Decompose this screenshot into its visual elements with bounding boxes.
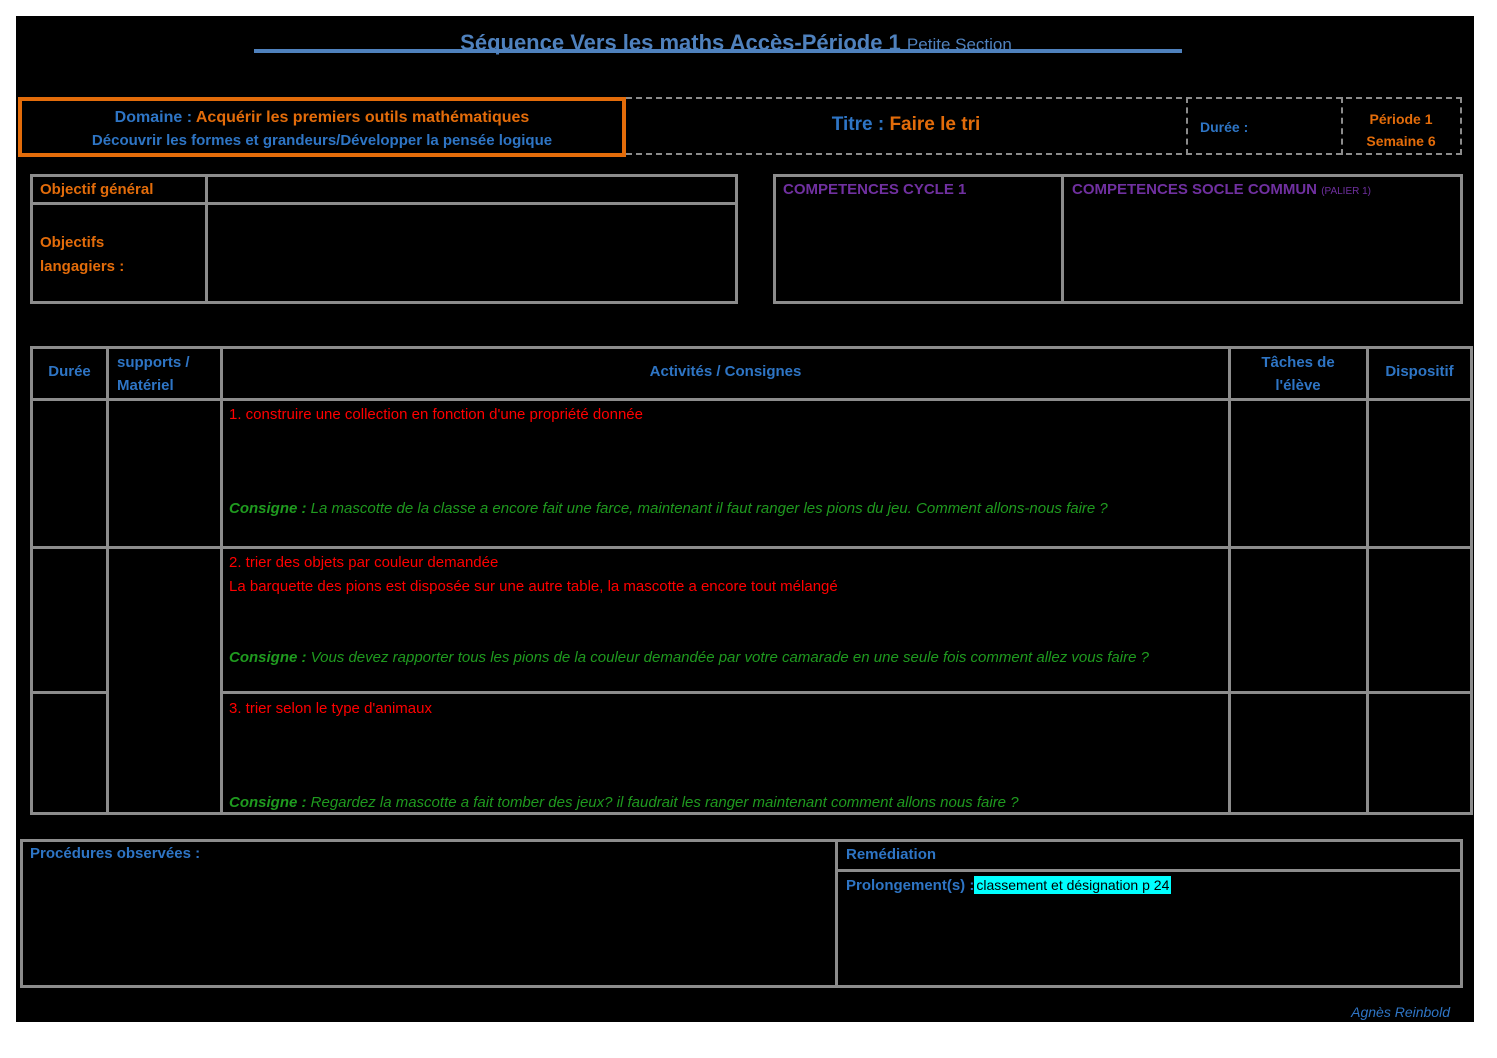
divider — [33, 202, 735, 205]
titre-label: Titre : — [831, 114, 885, 135]
activities-table: Durée supports / Matériel Activités / Co… — [30, 346, 1473, 815]
divider — [1061, 177, 1064, 301]
prolongement-value: classement et désignation p 24 — [974, 876, 1172, 894]
competences-cycle-label: COMPETENCES CYCLE 1 — [783, 181, 967, 198]
duree-label: Durée : — [1200, 119, 1249, 135]
activity-title: 3. trier selon le type d'animaux — [229, 700, 432, 717]
palier-label: (PALIER 1) — [1321, 186, 1372, 197]
domain-box: Domaine : Acquérir les premiers outils m… — [18, 97, 626, 157]
document-page: Séquence Vers les maths Accès-Période 1 … — [16, 16, 1474, 1022]
periode-line1: Période 1 — [1369, 111, 1433, 127]
remediation-label: Remédiation — [846, 846, 937, 863]
footer-box — [20, 839, 1463, 988]
divider — [1186, 97, 1188, 155]
consigne-text: La mascotte de la classe a encore fait u… — [306, 500, 1108, 517]
header-activites: Activités / Consignes — [649, 363, 802, 380]
activity-description: La barquette des pions est disposée sur … — [229, 578, 838, 595]
domain-label: Domaine : — [114, 109, 193, 126]
periode: Période 1 Semaine 6 — [1343, 108, 1459, 152]
procedures-label: Procédures observées : — [30, 845, 201, 862]
domain-value: Acquérir les premiers outils mathématiqu… — [195, 109, 530, 126]
consigne-label: Consigne : — [229, 649, 307, 666]
objectifs-langagiers-label: Objectifs langagiers : — [40, 234, 125, 275]
divider — [1341, 97, 1343, 155]
titre-value: Faire le tri — [889, 114, 981, 135]
activity-title: 1. construire une collection en fonction… — [229, 406, 643, 423]
domain-line2: Découvrir les formes et grandeurs/Dévelo… — [91, 132, 553, 149]
table-row: 1. construire une collection en fonction… — [229, 403, 1224, 543]
consigne-text: Regardez la mascotte a fait tomber des j… — [306, 794, 1019, 811]
titre: Titre : Faire le tri — [626, 114, 1186, 136]
titre-box — [626, 97, 1462, 155]
header-duree: Durée — [48, 363, 91, 380]
periode-line2: Semaine 6 — [1366, 133, 1436, 149]
prolongement-label: Prolongement(s) : — [846, 877, 975, 894]
table-row: 3. trier selon le type d'animaux Consign… — [229, 697, 1224, 812]
objectives-box — [30, 174, 738, 304]
competences-socle-label: COMPETENCES SOCLE COMMUN — [1072, 181, 1318, 198]
author-signature: Agnès Reinbold — [1351, 1004, 1450, 1020]
objectif-general-label: Objectif général — [40, 181, 154, 198]
competences-box — [773, 174, 1463, 304]
header-taches: Tâches de l'élève — [1261, 354, 1335, 394]
divider — [205, 177, 208, 301]
table-row: 2. trier des objets par couleur demandée… — [229, 551, 1224, 691]
title-underline — [254, 49, 1182, 53]
consigne-label: Consigne : — [229, 500, 307, 517]
consigne-text: Vous devez rapporter tous les pions de l… — [306, 649, 1149, 666]
header-dispositif: Dispositif — [1385, 363, 1454, 380]
header-supports: supports / Matériel — [117, 354, 190, 394]
activity-title: 2. trier des objets par couleur demandée — [229, 554, 499, 571]
consigne-label: Consigne : — [229, 794, 307, 811]
